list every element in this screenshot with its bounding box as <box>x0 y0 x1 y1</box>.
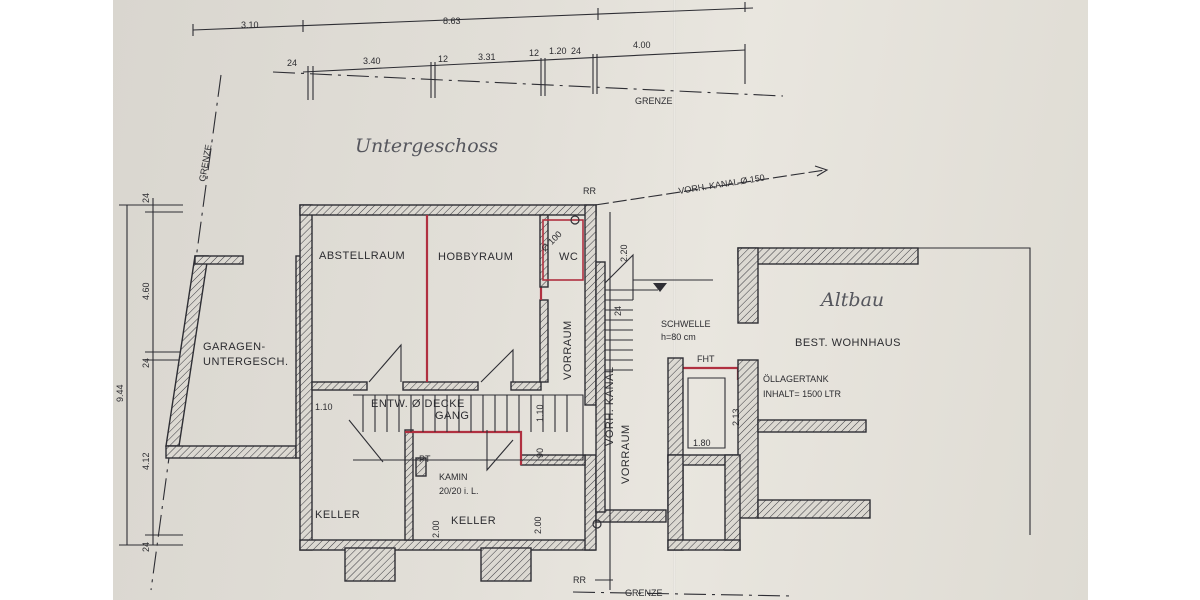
abstellraum-label: ABSTELLRAUM <box>319 250 405 262</box>
garage-label-2: UNTERGESCH. <box>203 356 289 368</box>
dim-left-24a: 24 <box>141 193 151 203</box>
tank-label-1: ÖLLAGERTANK <box>763 374 829 384</box>
left-dimension-chain <box>119 198 183 546</box>
main-building-walls <box>299 204 667 582</box>
dim-gang-right: 1.10 <box>535 404 545 422</box>
dim-tank-width: 1.80 <box>693 438 711 448</box>
wc-room <box>542 219 584 281</box>
dim-gang-lower: 90 <box>535 448 545 458</box>
dim-tank-height: 2.13 <box>731 408 741 426</box>
dim-1-20: 1.20 <box>549 46 567 56</box>
dim-left-total: 9.44 <box>115 384 125 402</box>
dim-4-00: 4.00 <box>633 40 651 50</box>
floor-plan: 3.10 8.63 24 3.40 12 3.31 12 1.20 24 4.0… <box>115 2 1031 598</box>
dim-keller-a: 2.00 <box>431 520 441 538</box>
fht-label: FHT <box>697 354 715 364</box>
rr-top-label: RR <box>583 186 596 196</box>
pt-label: PT <box>419 454 431 464</box>
dim-keller-b: 2.00 <box>533 516 543 534</box>
bestand-label: BEST. WOHNHAUS <box>795 337 901 349</box>
kanal-pipe-arrow <box>814 165 829 177</box>
wc-label: WC <box>559 251 578 263</box>
dim-left-24b: 24 <box>141 358 151 368</box>
dim-left-24c: 24 <box>141 542 151 552</box>
dim-24-b: 24 <box>571 46 581 56</box>
wc-wall <box>539 214 549 288</box>
gang-label: GANG <box>435 410 469 422</box>
bottom-boundary-line <box>572 591 794 597</box>
dim-12-b: 12 <box>529 48 539 58</box>
kanal-pipe-label: VORH. KANAL Ø 150 <box>678 172 766 196</box>
dim-3-10: 3.10 <box>241 20 259 30</box>
grenze-bottom-label: GRENZE <box>625 588 663 598</box>
dim-vorraum-2-20: 2.20 <box>619 244 629 262</box>
top-dimension-chain <box>192 2 784 100</box>
schwelle-label-1: SCHWELLE <box>661 319 711 329</box>
dim-3-31: 3.31 <box>478 52 496 62</box>
plan-sheet: 3.10 8.63 24 3.40 12 3.31 12 1.20 24 4.0… <box>113 0 1088 600</box>
kamin-label-2: 20/20 i. L. <box>439 486 479 496</box>
title-altbau: Altbau <box>819 289 884 311</box>
dim-vorraum-24: 24 <box>613 306 623 316</box>
schwelle-label-2: h=80 cm <box>661 332 696 342</box>
altbau-walls <box>667 247 1031 551</box>
grenze-left-label: GRENZE <box>197 144 213 183</box>
hobbyraum-label: HOBBYRAUM <box>438 251 513 263</box>
dim-gang-left: 1.10 <box>315 402 333 412</box>
dim-24-a: 24 <box>287 58 297 68</box>
keller-right-label: KELLER <box>451 515 496 527</box>
vorh-kanal-label: VORH. KANAL <box>604 367 616 446</box>
dim-left-4-60: 4.60 <box>141 282 151 300</box>
vorraum-inner-label: VORRAUM <box>562 320 574 380</box>
garage-label-1: GARAGEN- <box>203 341 266 353</box>
vorraum-outer-label: VORRAUM <box>620 424 632 484</box>
kanal-pipe-line <box>594 169 826 206</box>
paper-fold <box>673 0 676 600</box>
grenze-top-label: GRENZE <box>635 96 673 106</box>
dim-3-40: 3.40 <box>363 56 381 66</box>
rr-bottom-label: RR <box>573 575 586 585</box>
kamin-label-1: KAMIN <box>439 472 468 482</box>
entw-decke-label: ENTW. Ø DECKE <box>371 398 465 410</box>
rr-pipe-top <box>570 215 580 225</box>
dim-8-63: 8.63 <box>443 16 461 26</box>
title-untergeschoss: Untergeschoss <box>355 135 498 157</box>
tank-label-2: INHALT= 1500 LTR <box>763 389 841 399</box>
dim-12-a: 12 <box>438 54 448 64</box>
outer-vorraum <box>595 212 713 590</box>
dim-left-4-12: 4.12 <box>141 452 151 470</box>
keller-left-label: KELLER <box>315 509 360 521</box>
rr-pipe-bottom <box>592 519 602 529</box>
